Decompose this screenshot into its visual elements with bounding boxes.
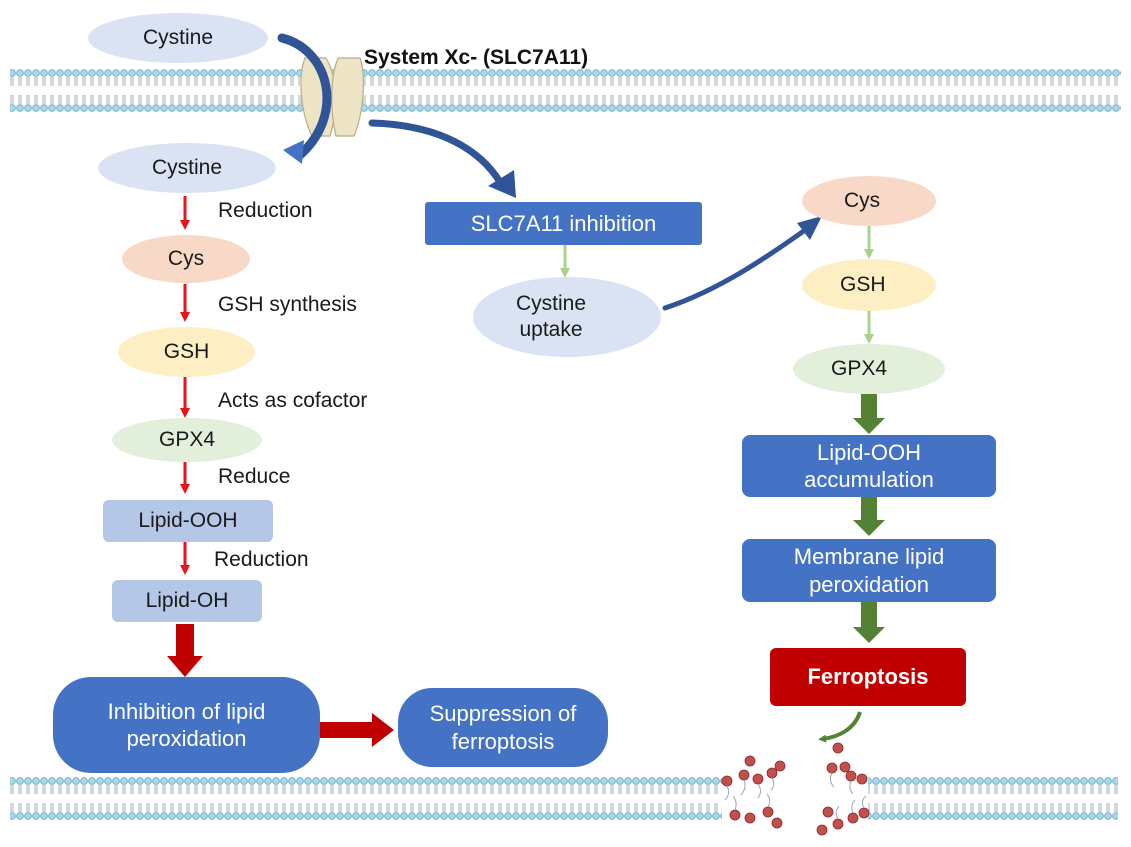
green-arrow-1 <box>853 394 885 434</box>
cystine-uptake-node: Cystine uptake <box>473 277 661 357</box>
lipid-ooh-node: Lipid-OOH <box>103 500 273 542</box>
step-label-reduction-1: Reduction <box>218 199 313 222</box>
cystine-uptake-label: Cystine uptake <box>515 291 587 341</box>
step-label-gsh-synthesis: GSH synthesis <box>218 293 357 316</box>
cystine-import-arrow <box>277 33 332 164</box>
step-label-reduction-2: Reduction <box>214 548 309 571</box>
step-label-reduce: Reduce <box>218 465 291 488</box>
to-slc7a11-inhibition-arrow <box>368 119 516 198</box>
cys-reduced-node: Cys <box>802 176 936 226</box>
green-arrow-3 <box>853 602 885 643</box>
gsh-reduced-label: GSH <box>840 272 886 296</box>
slc7a11-inhibition-node: SLC7A11 inhibition <box>425 202 702 245</box>
cystine-outside-node: Cystine <box>88 13 268 63</box>
rupture-arrow <box>818 711 862 743</box>
inhibition-of-lipid-peroxidation-node: Inhibition of lipid peroxidation <box>53 677 320 773</box>
gpx4-reduced-label: GPX4 <box>831 356 888 380</box>
suppression-of-ferroptosis-node: Suppression of ferroptosis <box>398 688 608 767</box>
bottom-membrane-right <box>868 776 1118 821</box>
cystine-inside-node: Cystine <box>98 143 276 193</box>
bottom-membrane-left <box>10 776 722 821</box>
gsh-node: GSH <box>118 327 255 377</box>
top-membrane <box>10 68 1121 113</box>
to-cys-down-arrow <box>662 216 822 311</box>
gpx4-reduced-node: GPX4 <box>793 344 945 394</box>
lipid-oh-node: Lipid-OH <box>112 580 262 622</box>
cys-node: Cys <box>122 235 250 283</box>
membrane-rupture-fragments <box>721 742 870 836</box>
transporter-label: System Xc- (SLC7A11) <box>364 46 589 69</box>
membrane-lipid-peroxidation-node: Membrane lipid peroxidation <box>742 539 996 602</box>
cys-reduced-label: Cys <box>844 188 881 212</box>
ferroptosis-node: Ferroptosis <box>770 648 966 706</box>
gsh-reduced-node: GSH <box>802 259 936 311</box>
green-arrow-2 <box>853 497 885 536</box>
step-label-acts-as-cofactor: Acts as cofactor <box>218 389 368 412</box>
dark-red-arrow-down <box>167 624 203 677</box>
gpx4-node: GPX4 <box>112 418 262 462</box>
lipid-ooh-accumulation-node: Lipid-OOH accumulation <box>742 435 996 497</box>
dark-red-arrow-right <box>320 713 394 747</box>
